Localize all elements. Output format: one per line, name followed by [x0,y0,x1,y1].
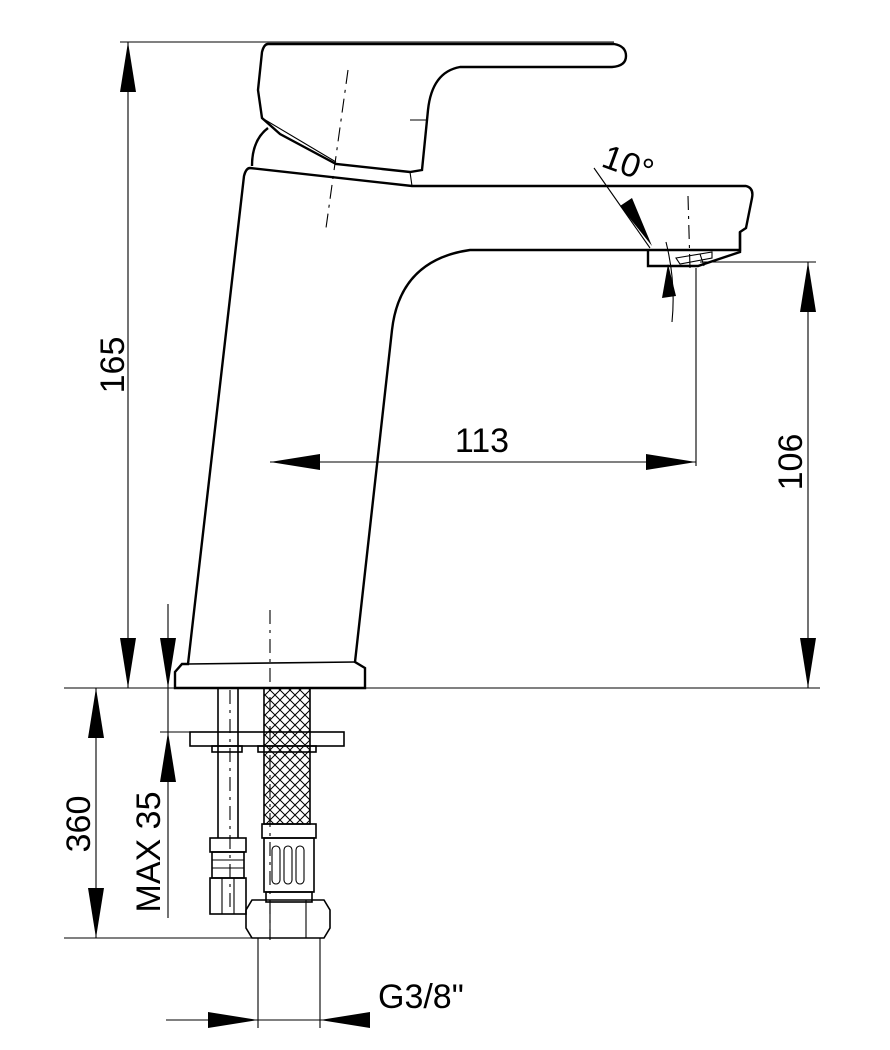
dimension-106: 106 [370,261,816,689]
dimension-165: 165 [94,41,614,688]
cartridge-cap [250,127,269,167]
dimension-360-label: 360 [60,796,98,853]
dimension-thread-label: G3/8" [378,978,464,1016]
dimension-165-label: 165 [94,337,132,394]
hex-nut [245,899,331,939]
angle-label: 10° [597,138,658,191]
aerator [646,232,742,268]
dimension-max35-label: MAX 35 [130,792,168,913]
body-outline [173,166,754,690]
dimension-113: 113 [270,268,697,470]
dimension-thread: G3/8" [166,938,464,1028]
faucet-body [173,42,754,690]
tube-connector [209,837,247,915]
dimension-106-label: 106 [772,434,810,491]
under-counter-assembly [189,687,345,939]
braided-hose [263,687,311,825]
dimension-360: 360 [60,688,252,939]
dimension-max35: MAX 35 [130,604,190,918]
hose-ferrule [261,823,317,903]
lever-handle [256,42,628,174]
dimension-113-label: 113 [455,422,509,460]
dimension-angle: 10° [593,138,676,323]
